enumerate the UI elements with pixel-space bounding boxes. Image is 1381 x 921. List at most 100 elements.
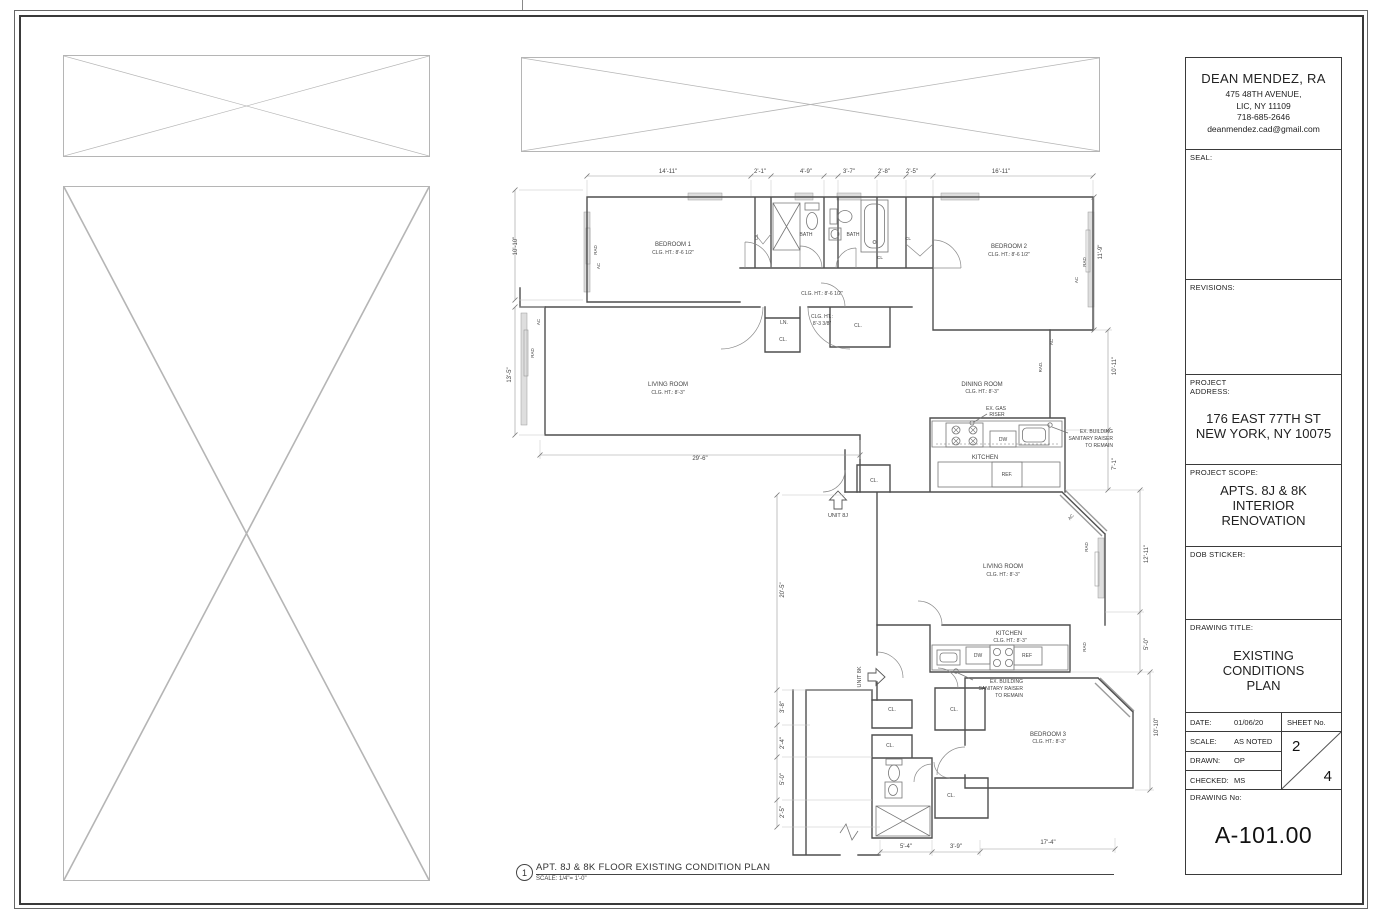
plan-label: CLG. HT.: [811, 314, 833, 320]
placeholder-frame-top-left [63, 55, 430, 157]
plan-label: LIVING ROOM [648, 382, 688, 388]
sanitary-riser [1047, 422, 1053, 428]
revisions-label: REVISIONS: [1190, 283, 1235, 292]
sheet-number-diagonal [1282, 732, 1341, 789]
callout-body: APT. 8J & 8K FLOOR EXISTING CONDITION PL… [536, 862, 1114, 882]
toilet-tank [804, 202, 820, 211]
plan-label: CLG. HT.: 8'-6 1/2" [652, 250, 694, 256]
plan-label: 7'-1" [1112, 458, 1118, 470]
plan-label: CL. [870, 478, 878, 484]
architect-name: DEAN MENDEZ, RA [1201, 71, 1326, 86]
sheet-meta-section: DATE: 01/06/20 SCALE: AS NOTED DRAWN: OP… [1186, 713, 1341, 790]
plan-label: SANITARY RAISER [979, 686, 1024, 692]
sheet-number-box: SHEET No. 2 4 [1282, 713, 1341, 789]
plan-label: UNIT 8K [857, 666, 863, 687]
architect-info: DEAN MENDEZ, RA 475 48TH AVENUE, LIC, NY… [1186, 58, 1341, 150]
drawn-value: OP [1234, 756, 1245, 766]
drawn-row: DRAWN: OP [1186, 752, 1281, 771]
plan-label: EX. BUILDING [1080, 429, 1113, 435]
plan-label: RAD [1084, 542, 1089, 552]
plan-label: TO REMAIN [1085, 443, 1113, 449]
callout-number-circle: 1 [516, 864, 533, 881]
counter [937, 461, 1061, 488]
plan-label: 5'-0" [780, 773, 786, 785]
plan-label: 2'-4" [780, 737, 786, 749]
plan-label: DW [974, 653, 983, 659]
plan-label: CL. [854, 323, 862, 329]
project-scope-value: APTS. 8J & 8K INTERIOR RENOVATION [1220, 483, 1307, 528]
entry-arrow-8k [867, 667, 886, 687]
plan-label: RAD [593, 245, 598, 255]
plan-label: EX. BUILDING [990, 679, 1023, 685]
plan-label: BEDROOM 3 [1030, 732, 1067, 738]
placeholder-frame-top-center [521, 57, 1100, 152]
kitchen-sink [1018, 424, 1050, 446]
plan-label: 3'-7" [843, 169, 855, 175]
refrigerator [1013, 646, 1043, 666]
plan-label: 2'-5" [780, 806, 786, 818]
plan-label: AC [1067, 512, 1075, 521]
architect-address-line2: LIC, NY 11109 [1236, 100, 1291, 111]
plan-label: CLG. HT.: 8'-3" [965, 389, 999, 395]
sheet-total: 4 [1323, 768, 1332, 785]
placeholder-x-icon [64, 187, 429, 880]
plan-label: LN. [780, 320, 788, 326]
sheet-border-inner [19, 15, 1364, 905]
dishwasher [989, 430, 1017, 448]
plan-label: 2'-8" [878, 169, 890, 175]
gas-riser [969, 420, 975, 426]
plan-label: 12'-11" [1144, 545, 1150, 563]
plan-label: 3'-9" [950, 844, 962, 850]
plan-label: CL. [947, 793, 955, 799]
project-address-label: PROJECT ADDRESS: [1190, 378, 1230, 396]
plan-label: CLG. HT.: 8'-6 1/2" [988, 252, 1030, 258]
plan-label: BEDROOM 1 [655, 242, 692, 248]
plan-label: 29'-6" [692, 456, 707, 462]
plan-label: CLG. HT.: 8'-3" [993, 638, 1027, 644]
plan-label: RISER [989, 412, 1005, 418]
plan-walls [519, 196, 1134, 856]
plan-label: CL. [888, 707, 896, 713]
plan-label: REF. [1002, 472, 1013, 478]
project-address-section: PROJECT ADDRESS: 176 EAST 77TH ST NEW YO… [1186, 375, 1341, 465]
plan-label: 4'-9" [800, 169, 812, 175]
plan-label: RAD [530, 348, 535, 358]
placeholder-frame-left-large [63, 186, 430, 881]
plan-label: TO REMAIN [995, 693, 1023, 699]
architect-email: deanmendez.cad@gmail.com [1207, 123, 1320, 134]
sink [828, 227, 842, 241]
drawn-label: DRAWN: [1190, 756, 1221, 766]
title-block: DEAN MENDEZ, RA 475 48TH AVENUE, LIC, NY… [1185, 57, 1342, 875]
placeholder-x-icon [522, 58, 1099, 151]
sheet-meta-rows: DATE: 01/06/20 SCALE: AS NOTED DRAWN: OP… [1186, 713, 1282, 789]
seal-label: SEAL: [1190, 153, 1213, 162]
break-mark [839, 823, 859, 841]
placeholder-x-icon [64, 56, 429, 156]
drawing-no-label: DRAWING No: [1190, 793, 1242, 802]
plan-label: CL. [950, 707, 958, 713]
toilet-tank [829, 208, 838, 225]
scale-value: AS NOTED [1234, 736, 1273, 746]
drawing-no-value: A-101.00 [1214, 822, 1313, 848]
stove [945, 422, 984, 448]
plan-label: CLG. HT.: 8'-6 1/2" [801, 291, 843, 297]
drawing-title-value: EXISTING CONDITIONS PLAN [1222, 648, 1305, 693]
project-scope-section: PROJECT SCOPE: APTS. 8J & 8K INTERIOR RE… [1186, 465, 1341, 547]
fold-mark [522, 0, 523, 10]
kitchen-counter [931, 420, 1063, 448]
plan-label: CL [877, 255, 883, 260]
checked-row: CHECKED: MS [1186, 771, 1281, 789]
plan-scale-note: SCALE: 1/4"= 1'-0" [536, 876, 587, 882]
dimension-ticks [512, 173, 1153, 855]
refrigerator [991, 461, 1023, 488]
project-address-value: 176 EAST 77TH ST NEW YORK, NY 10075 [1195, 411, 1332, 441]
plan-label: RAD [1082, 257, 1087, 267]
plan-label: AC [1074, 276, 1079, 283]
sheet-number-cell: 2 4 [1282, 732, 1341, 789]
plan-label: AC [1049, 338, 1054, 345]
sheet-border-outer [14, 10, 1368, 909]
plan-label: AC [596, 262, 601, 269]
drawing-number-section: DRAWING No: A-101.00 [1186, 790, 1341, 876]
plan-label: DINING ROOM [961, 382, 1002, 388]
sheet-current: 2 [1292, 738, 1301, 756]
